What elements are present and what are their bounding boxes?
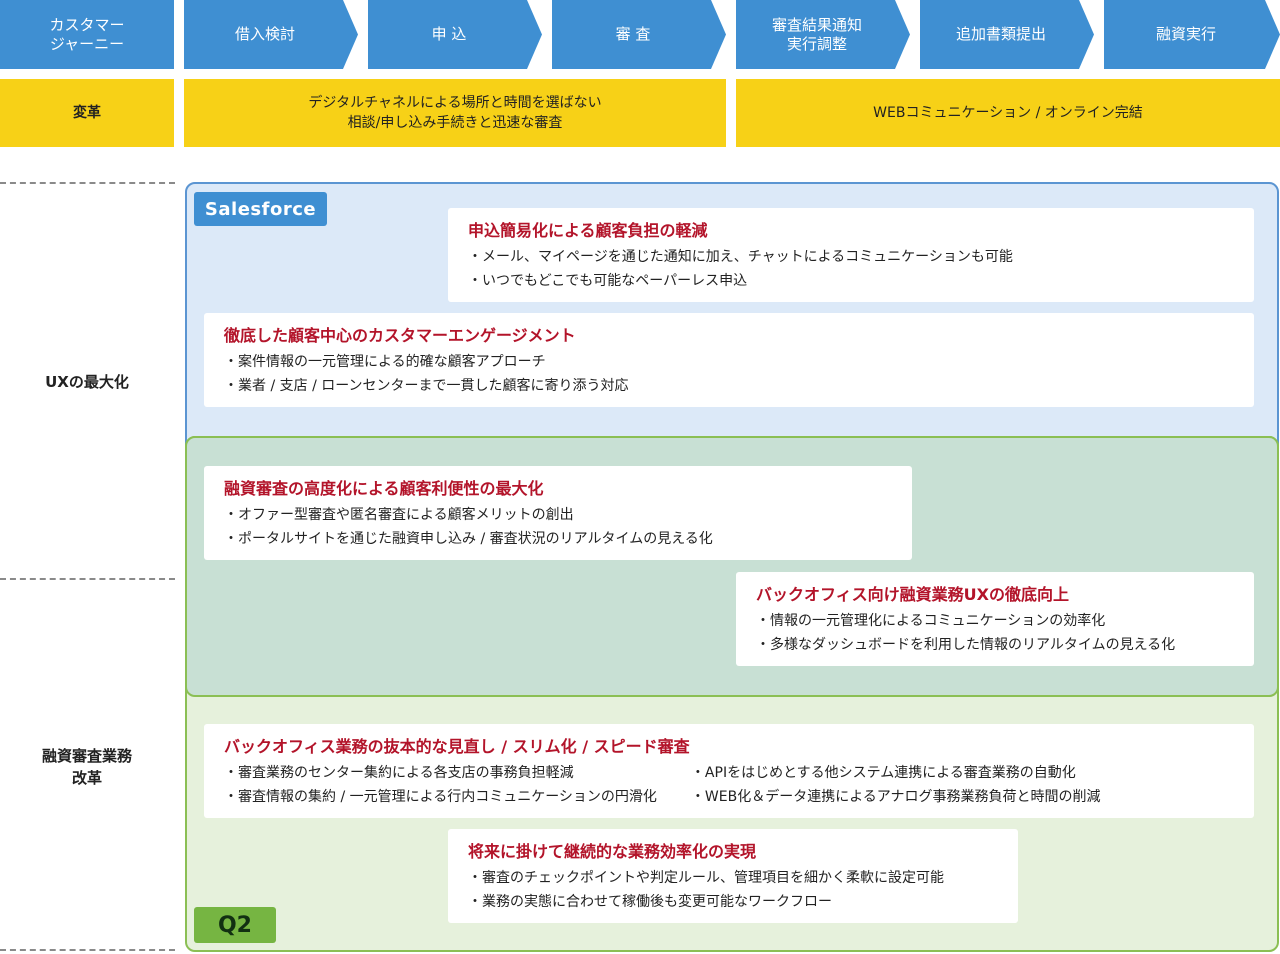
card-items-right: APIをはじめとする他システム連携による審査業務の自動化 WEB化＆データ連携に…: [691, 761, 1101, 809]
journey-step-loan-execution: 融資実行: [1104, 0, 1280, 69]
journey-step-label: 申 込: [431, 25, 467, 43]
separator: [0, 182, 175, 184]
card-item: 多様なダッシュボードを利用した情報のリアルタイムの見える化: [756, 633, 1234, 657]
journey-step-label: 融資実行: [1155, 25, 1216, 43]
card-item: いつでもどこでも可能なペーパーレス申込: [468, 269, 1234, 293]
journey-step-label: 追加書類提出: [955, 25, 1046, 43]
journey-step-label: 審 査: [615, 25, 651, 43]
card-backoffice-review: バックオフィス業務の抜本的な見直し / スリム化 / スピード審査 審査業務のセ…: [204, 724, 1254, 818]
card-customer-engagement: 徹底した顧客中心のカスタマーエンゲージメント 案件情報の一元管理による的確な顧客…: [204, 313, 1254, 407]
card-title: バックオフィス業務の抜本的な見直し / スリム化 / スピード審査: [224, 737, 690, 756]
separator: [0, 578, 175, 580]
journey-step-label: 審査結果通知 実行調整: [771, 15, 862, 53]
q2-logo: Q2: [194, 907, 276, 943]
journey-step-screening: 審 査: [552, 0, 726, 69]
card-simplified-application: 申込簡易化による顧客負担の軽減 メール、マイページを通じた通知に加え、チャットに…: [448, 208, 1254, 302]
card-item: 審査業務のセンター集約による各支店の事務負担軽減: [224, 761, 657, 785]
card-title: バックオフィス向け融資業務UXの徹底向上: [756, 585, 1070, 604]
transformation-left: デジタルチャネルによる場所と時間を選ばない 相談/申し込み手続きと迅速な審査: [184, 79, 726, 147]
card-item: WEB化＆データ連携によるアナログ事務業務負荷と時間の削減: [691, 785, 1101, 809]
card-items-left: 審査業務のセンター集約による各支店の事務負担軽減 審査情報の集約 / 一元管理に…: [224, 761, 657, 809]
card-item: メール、マイページを通じた通知に加え、チャットによるコミュニケーションも可能: [468, 245, 1234, 269]
card-item: ポータルサイトを通じた融資申し込み / 審査状況のリアルタイムの見える化: [224, 527, 892, 551]
card-item: 情報の一元管理化によるコミュニケーションの効率化: [756, 609, 1234, 633]
separator: [0, 949, 175, 951]
card-title: 将来に掛けて継続的な業務効率化の実現: [468, 842, 757, 861]
card-item: 審査のチェックポイントや判定ルール、管理項目を細かく柔軟に設定可能: [468, 866, 998, 890]
transformation-right: WEBコミュニケーション / オンライン完結: [736, 79, 1280, 147]
card-item: 業務の実態に合わせて稼働後も変更可能なワークフロー: [468, 890, 998, 914]
journey-step-label: 借入検討: [234, 25, 295, 43]
row-label-review-reform: 融資審査業務 改革: [41, 747, 132, 787]
salesforce-logo: Salesforce: [194, 192, 327, 226]
card-item: 審査情報の集約 / 一元管理による行内コミュニケーションの円滑化: [224, 785, 657, 809]
journey-step-additional-documents: 追加書類提出: [920, 0, 1094, 69]
card-title: 融資審査の高度化による顧客利便性の最大化: [224, 479, 544, 498]
journey-step-borrowing-review: 借入検討: [184, 0, 358, 69]
journey-step-application: 申 込: [368, 0, 542, 69]
transformation-label: 変革: [0, 79, 174, 147]
card-title: 徹底した顧客中心のカスタマーエンゲージメント: [224, 326, 576, 345]
card-item: 案件情報の一元管理による的確な顧客アプローチ: [224, 350, 1234, 374]
row-label-ux: UXの最大化: [45, 373, 129, 391]
card-item: 業者 / 支店 / ローンセンターまで一貫した顧客に寄り添う対応: [224, 374, 1234, 398]
card-item: APIをはじめとする他システム連携による審査業務の自動化: [691, 761, 1101, 785]
card-item: オファー型審査や匿名審査による顧客メリットの創出: [224, 503, 892, 527]
journey-step-result-notice: 審査結果通知 実行調整: [736, 0, 910, 69]
card-continuous-efficiency: 将来に掛けて継続的な業務効率化の実現 審査のチェックポイントや判定ルール、管理項…: [448, 829, 1018, 923]
card-title: 申込簡易化による顧客負担の軽減: [468, 221, 708, 240]
customer-journey-header: カスタマー ジャーニー: [0, 0, 174, 69]
card-advanced-screening: 融資審査の高度化による顧客利便性の最大化 オファー型審査や匿名審査による顧客メリ…: [204, 466, 912, 560]
card-backoffice-ux: バックオフィス向け融資業務UXの徹底向上 情報の一元管理化によるコミュニケーショ…: [736, 572, 1254, 666]
